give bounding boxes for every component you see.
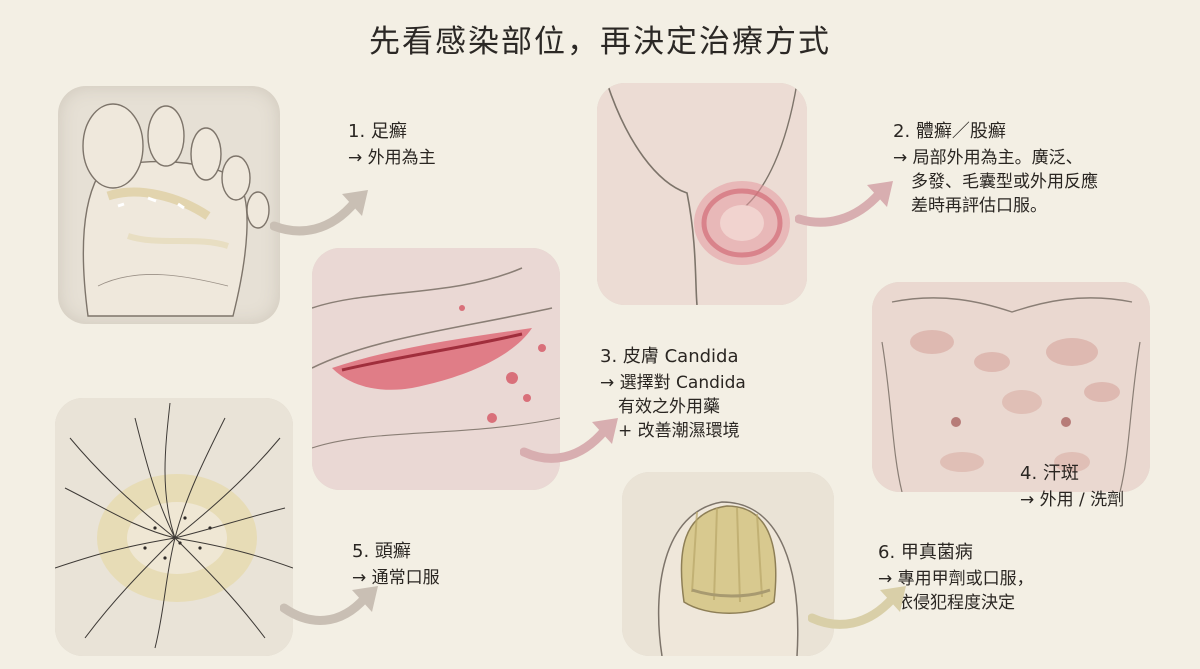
candida-illustration (312, 248, 560, 490)
chest-illustration (872, 282, 1150, 492)
label-line: 多發、毛囊型或外用反應 (911, 172, 1098, 192)
label-line: → 選擇對 Candida (600, 373, 746, 393)
label-heading: 6. 甲真菌病 (878, 542, 973, 563)
label-line: 有效之外用藥 (618, 397, 720, 417)
label-onychomycosis: 6. 甲真菌病 → 專用甲劑或口服， 依侵犯程度決定 (878, 541, 1034, 615)
toenail-drawing (622, 472, 834, 656)
page-title: 先看感染部位，再決定治療方式 (369, 24, 831, 60)
label-line: → 外用為主 (348, 148, 436, 168)
label-line: → 外用 / 洗劑 (1020, 490, 1125, 510)
candida-drawing (312, 248, 560, 490)
label-line: + 改善潮濕環境 (618, 421, 740, 441)
label-cutaneous-candida: 3. 皮膚 Candida → 選擇對 Candida 有效之外用藥 + 改善潮… (600, 345, 746, 443)
label-tinea-versicolor: 4. 汗斑 → 外用 / 洗劑 (1020, 462, 1124, 512)
label-heading: 5. 頭癬 (352, 541, 411, 562)
label-line: 依侵犯程度決定 (896, 593, 1015, 613)
label-tinea-corporis: 2. 體癬／股癬 → 局部外用為主。廣泛、 多發、毛囊型或外用反應 差時再評估口… (893, 120, 1098, 218)
toenail-illustration (622, 472, 834, 656)
foot-drawing (82, 103, 270, 317)
arrow-icon (280, 586, 378, 625)
arrow-icon (808, 586, 906, 629)
scalp-illustration (55, 398, 293, 656)
label-line: → 專用甲劑或口服， (878, 569, 1034, 589)
label-line: → 局部外用為主。廣泛、 (893, 148, 1083, 168)
arrow-icon (520, 418, 618, 463)
label-tinea-pedis: 1. 足癬 → 外用為主 (348, 120, 436, 170)
foot-illustration (58, 86, 280, 324)
label-heading: 2. 體癬／股癬 (893, 121, 1006, 142)
label-heading: 1. 足癬 (348, 121, 407, 142)
groin-drawing (597, 83, 807, 305)
groin-illustration (597, 83, 807, 305)
chest-drawing (872, 282, 1150, 492)
arrow-icon (795, 181, 893, 227)
label-tinea-capitis: 5. 頭癬 → 通常口服 (352, 540, 440, 590)
scalp-drawing (55, 398, 293, 656)
label-line: → 通常口服 (352, 568, 440, 588)
arrow-icon (270, 190, 368, 236)
label-line: 差時再評估口服。 (911, 196, 1047, 216)
label-heading: 3. 皮膚 Candida (600, 346, 739, 367)
label-heading: 4. 汗斑 (1020, 463, 1079, 484)
